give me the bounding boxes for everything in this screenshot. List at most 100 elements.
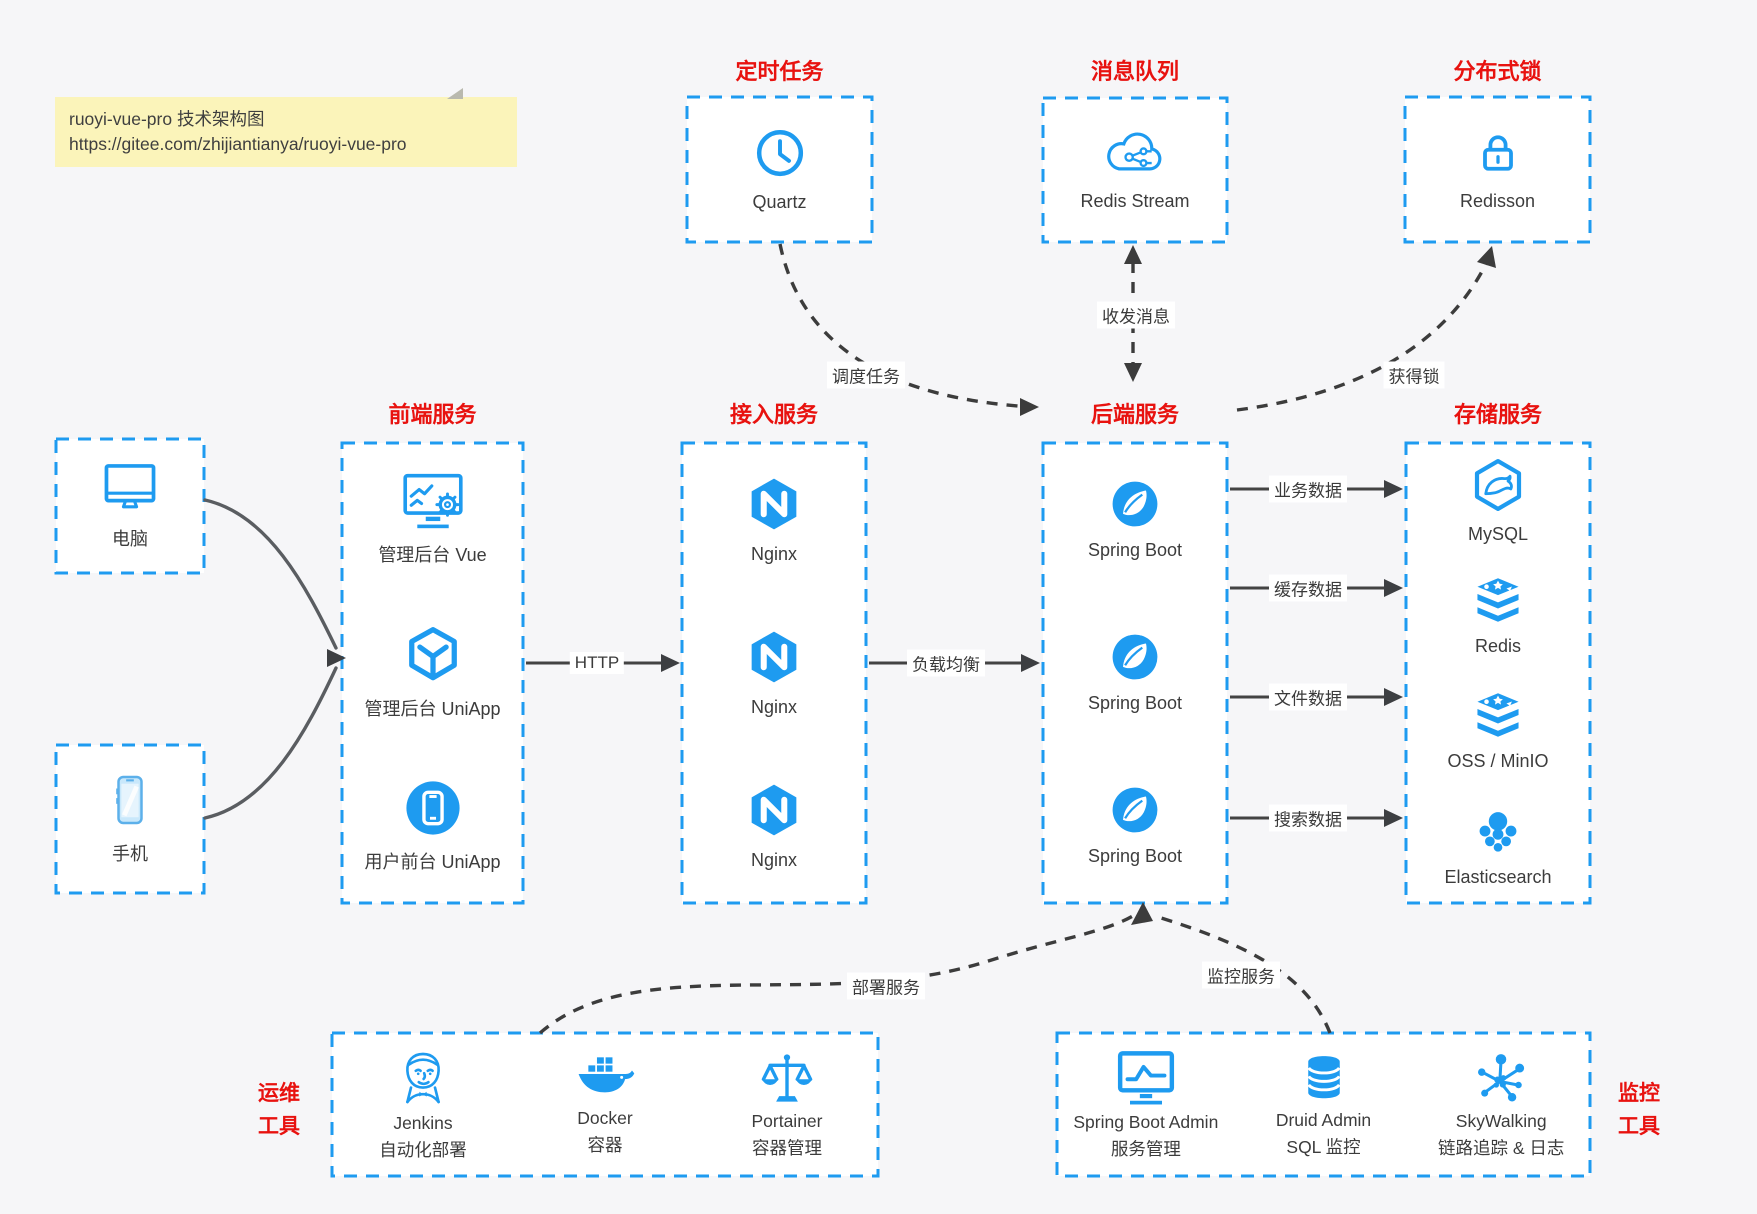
edge-label-deploy: 部署服务 <box>847 972 925 1000</box>
quartz-label: Quartz <box>752 192 807 212</box>
arrowhead-cache-data <box>1384 579 1403 597</box>
oss-stack-icon <box>1469 690 1527 740</box>
nginx-icon <box>745 628 803 686</box>
ops-box: Jenkins 自动化部署 Docker 容器 <box>332 1033 878 1176</box>
arrowhead-file-data <box>1384 688 1403 706</box>
frontend-item-label: 管理后台 UniApp <box>364 699 501 720</box>
edge-pc-to-frontend <box>203 498 338 650</box>
edge-label-load-balance: 负载均衡 <box>907 649 985 677</box>
quartz-box: Quartz <box>687 97 872 242</box>
gateway-item-nginx-2: Nginx <box>682 596 866 749</box>
ops-item-docker: Docker 容器 <box>514 1033 696 1176</box>
user-app-icon <box>404 779 462 837</box>
ops-item-desc: 自动化部署 <box>379 1139 467 1160</box>
phone-icon <box>107 772 153 828</box>
monitor-chart-icon <box>1114 1049 1178 1107</box>
storage-item-label: Redis <box>1474 635 1522 656</box>
redis-stack-icon <box>1469 575 1527 625</box>
edge-label-search-data: 搜索数据 <box>1269 804 1347 832</box>
frontend-item-label: 用户前台 UniApp <box>364 851 501 872</box>
backend-item-label: Spring Boot <box>1087 692 1183 713</box>
docker-icon <box>574 1053 636 1103</box>
edge-label-file-data: 文件数据 <box>1269 683 1347 711</box>
group-title-lock: 分布式锁 <box>1453 59 1542 84</box>
arrowhead-message-down <box>1124 363 1142 382</box>
ops-side-title: 运维 工具 <box>258 1082 300 1138</box>
ops-item-jenkins: Jenkins 自动化部署 <box>332 1033 514 1176</box>
monitor-item-desc: SQL 监控 <box>1286 1136 1361 1157</box>
edge-monitor-path <box>1157 915 1332 1034</box>
pc-label: 电脑 <box>112 529 148 549</box>
ops-item-name: Docker <box>577 1107 633 1128</box>
cloud-stream-icon <box>1101 129 1169 179</box>
mysql-icon <box>1470 457 1526 513</box>
storage-item-mysql: MySQL <box>1406 443 1590 558</box>
arrowhead-schedule <box>1020 398 1039 416</box>
arrowhead-message-up <box>1124 245 1142 264</box>
gateway-item-label: Nginx <box>750 850 798 871</box>
storage-box: MySQL Redis <box>1406 443 1590 903</box>
nginx-icon <box>745 781 803 839</box>
group-title-frontend: 前端服务 <box>388 402 477 427</box>
frontend-item-user-uniapp: 用户前台 UniApp <box>342 750 523 903</box>
redisson-label: Redisson <box>1459 191 1536 211</box>
edge-lock-path <box>1236 261 1489 412</box>
ops-item-name: Portainer <box>751 1110 823 1131</box>
redis-stream-box-border <box>1041 96 1229 244</box>
backend-item-label: Spring Boot <box>1087 539 1183 560</box>
group-title-scheduler: 定时任务 <box>735 59 824 84</box>
desktop-icon <box>100 461 160 513</box>
arrowhead-search-data <box>1384 809 1403 827</box>
springboot-icon <box>1110 479 1160 529</box>
arrowhead-into-frontend <box>327 649 346 667</box>
springboot-icon <box>1110 632 1160 682</box>
gateway-box: Nginx Nginx Nginx <box>682 443 866 903</box>
frontend-item-admin-uniapp: 管理后台 UniApp <box>342 596 523 749</box>
pc-box: 电脑 <box>56 439 204 573</box>
gateway-item-nginx-1: Nginx <box>682 443 866 596</box>
edge-deploy-path <box>538 912 1137 1035</box>
monitor-item-desc: 链路追踪 & 日志 <box>1437 1137 1565 1158</box>
phone-box: 手机 <box>56 745 204 893</box>
note-title: ruoyi-vue-pro 技术架构图 <box>69 109 265 129</box>
phone-label: 手机 <box>112 844 148 864</box>
arrowhead-into-backend <box>1131 902 1153 925</box>
group-title-storage: 存储服务 <box>1453 402 1542 427</box>
arrowhead-lock <box>1477 246 1496 268</box>
monitor-item-name: SkyWalking <box>1455 1110 1547 1131</box>
group-title-backend: 后端服务 <box>1090 402 1179 427</box>
storage-item-label: Elasticsearch <box>1444 866 1552 887</box>
sticky-note: ruoyi-vue-pro 技术架构图 https://gitee.com/zh… <box>55 88 517 167</box>
redis-stream-box: Redis Stream <box>1043 98 1227 242</box>
gateway-item-label: Nginx <box>750 696 798 717</box>
storage-item-oss: OSS / MinIO <box>1406 673 1590 788</box>
uniapp-cube-icon <box>403 624 463 684</box>
note-fold-corner <box>447 88 463 99</box>
storage-item-label: OSS / MinIO <box>1447 750 1549 771</box>
arrowhead-biz-data <box>1384 480 1403 498</box>
gateway-item-label: Nginx <box>750 543 798 564</box>
clock-icon <box>753 126 807 180</box>
note-url: https://gitee.com/zhijiantianya/ruoyi-vu… <box>69 134 407 154</box>
frontend-item-admin-vue: 管理后台 Vue <box>342 443 523 596</box>
backend-item-springboot-3: Spring Boot <box>1043 750 1227 903</box>
ops-item-desc: 容器 <box>587 1134 623 1155</box>
group-title-mq: 消息队列 <box>1090 59 1179 84</box>
edge-label-lock: 获得锁 <box>1383 361 1445 389</box>
group-title-gateway: 接入服务 <box>729 402 818 427</box>
admin-vue-icon <box>400 472 466 530</box>
arrowhead-load-balance <box>1021 654 1040 672</box>
edge-label-monitor: 监控服务 <box>1202 961 1280 989</box>
jenkins-icon <box>394 1048 452 1108</box>
ops-item-desc: 容器管理 <box>752 1137 822 1158</box>
edge-label-biz-data: 业务数据 <box>1269 475 1347 503</box>
ops-item-portainer: Portainer 容器管理 <box>696 1033 878 1176</box>
redisson-box: Redisson <box>1405 97 1590 242</box>
edge-label-schedule: 调度任务 <box>827 361 905 389</box>
edge-phone-to-frontend <box>203 666 338 820</box>
monitor-item-name: Druid Admin <box>1275 1109 1372 1130</box>
monitor-item-name: Spring Boot Admin <box>1073 1111 1219 1132</box>
elasticsearch-icon <box>1472 804 1524 856</box>
ops-item-name: Jenkins <box>393 1112 453 1133</box>
